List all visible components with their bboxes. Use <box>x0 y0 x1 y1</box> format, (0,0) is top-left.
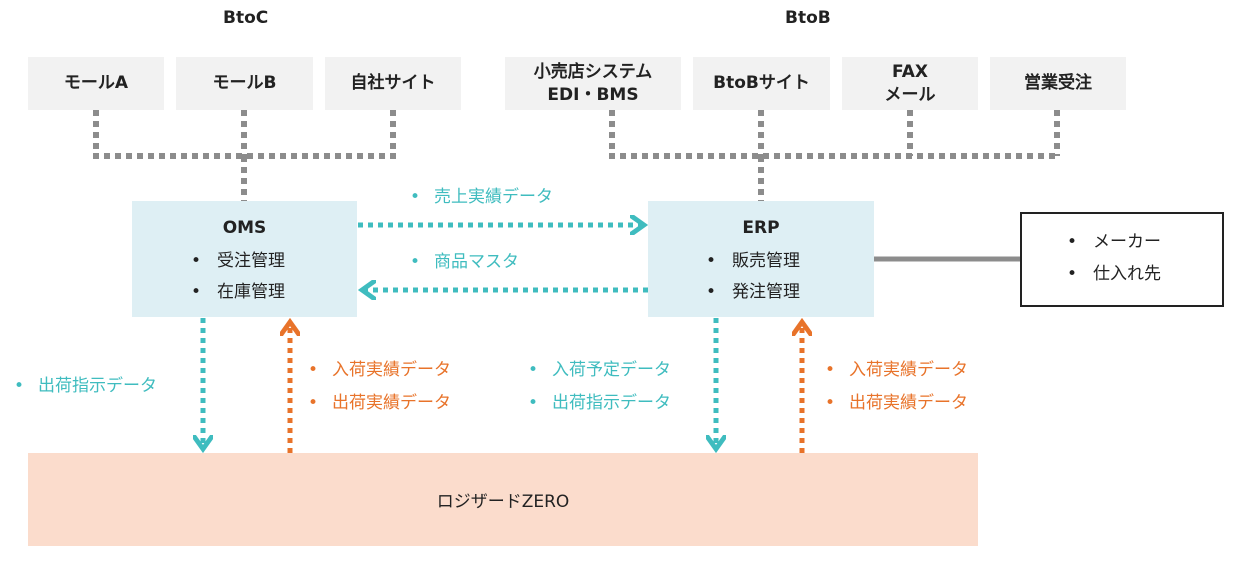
erp-to-oms-label: • 商品マスタ <box>410 246 519 279</box>
channel-mall-b: モールB <box>176 57 313 110</box>
erp-title: ERP <box>742 218 780 238</box>
flow-label: •出荷実績データ <box>308 393 451 413</box>
list-item: 受注管理 <box>191 246 357 277</box>
flow-label-text: 出荷実績データ <box>849 393 968 413</box>
wms-label: ロジザードZERO <box>436 492 570 512</box>
erp-down-labels: •入荷予定データ •出荷指示データ <box>528 354 671 420</box>
list-item: 発注管理 <box>706 277 874 308</box>
list-item: メーカー <box>1067 226 1222 258</box>
bullet: • <box>410 252 421 272</box>
oms-down-label: • 出荷指示データ <box>14 370 157 403</box>
list-item: 販売管理 <box>706 246 874 277</box>
flow-label-text: 入荷実績データ <box>849 360 968 380</box>
channel-label: BtoBサイト <box>713 73 810 93</box>
btob-connector <box>609 110 1060 201</box>
channel-label-line2: EDI・BMS <box>547 84 639 105</box>
list-item: 仕入れ先 <box>1067 258 1222 290</box>
flow-label-text: 入荷実績データ <box>332 360 451 380</box>
bullet: • <box>14 376 25 396</box>
flow-label-text: 入荷予定データ <box>552 360 671 380</box>
btoc-connector <box>93 110 396 201</box>
channel-label: モールB <box>212 73 277 93</box>
btoc-header: BtoC <box>223 8 269 28</box>
flow-label: •出荷実績データ <box>825 393 968 413</box>
flow-label-text: 出荷指示データ <box>552 393 671 413</box>
channel-sales: 営業受注 <box>990 57 1126 110</box>
channel-mall-a: モールA <box>28 57 164 110</box>
oms-function-list: 受注管理 在庫管理 <box>191 246 357 308</box>
channel-retail-edi: 小売店システム EDI・BMS <box>505 57 681 110</box>
flow-label: •入荷実績データ <box>825 360 968 380</box>
oms-title: OMS <box>222 218 267 238</box>
flow-label: •入荷予定データ <box>528 360 671 380</box>
channel-label: 営業受注 <box>1024 73 1092 93</box>
channel-label-line2: メール <box>884 84 936 105</box>
erp-up-labels: •入荷実績データ •出荷実績データ <box>825 354 968 420</box>
flow-label-text: 出荷実績データ <box>332 393 451 413</box>
flow-label-text: 売上実績データ <box>434 187 553 207</box>
partners-list: メーカー 仕入れ先 <box>1067 226 1222 290</box>
channel-label: 自社サイト <box>350 73 436 93</box>
partners-box: メーカー 仕入れ先 <box>1020 212 1224 307</box>
list-item: 在庫管理 <box>191 277 357 308</box>
flow-label: •入荷実績データ <box>308 360 451 380</box>
oms-to-erp-label: • 売上実績データ <box>410 181 553 214</box>
channel-label: モールA <box>63 73 129 93</box>
channel-btob-site: BtoBサイト <box>693 57 830 110</box>
oms-up-labels: •入荷実績データ •出荷実績データ <box>308 354 451 420</box>
erp-box: ERP 販売管理 発注管理 <box>648 201 874 317</box>
erp-function-list: 販売管理 発注管理 <box>706 246 874 308</box>
flow-label-text: 出荷指示データ <box>38 376 157 396</box>
channel-own-site: 自社サイト <box>325 57 461 110</box>
channel-label-line1: 小売店システム <box>533 61 653 82</box>
flow-label: •出荷指示データ <box>528 393 671 413</box>
flow-label-text: 商品マスタ <box>434 252 519 272</box>
btob-header: BtoB <box>785 8 831 28</box>
wms-box: ロジザードZERO <box>28 453 978 546</box>
channel-fax-mail: FAX メール <box>842 57 978 110</box>
channel-label-line1: FAX <box>892 61 928 82</box>
oms-box: OMS 受注管理 在庫管理 <box>132 201 357 317</box>
bullet: • <box>410 187 421 207</box>
